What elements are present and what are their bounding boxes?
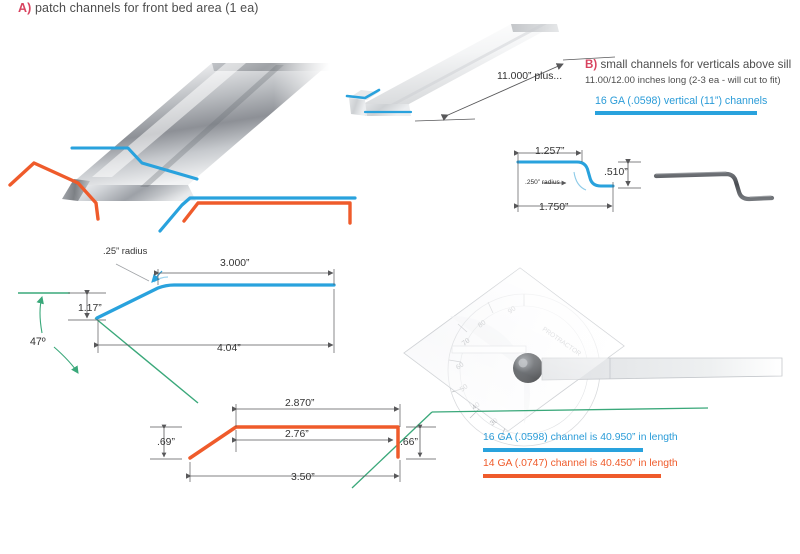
dim-orange-overall: 3.50” <box>291 472 315 483</box>
photo-protractor-angle-finder: 90 80 70 60 50 40 30 PROTRACTOR <box>351 267 800 489</box>
section-a-tag: A) <box>18 1 32 15</box>
profile-overlay-comparison <box>158 165 365 235</box>
iso-channel-14ga-render <box>0 55 330 255</box>
section-b-title: small channels for verticals above sill <box>597 58 792 71</box>
section-a-heading: A) patch channels for front bed area (1 … <box>18 1 259 15</box>
dim-blue-angle: 47º <box>30 336 46 348</box>
orange-bend-profile-drawing <box>150 392 443 492</box>
dim-orange-right-leg: .66” <box>400 437 418 448</box>
dim-blue-radius: .25” radius <box>103 245 148 256</box>
blue-bend-profile-drawing <box>12 255 347 404</box>
section-b-note-rule <box>595 111 757 115</box>
section-b-subtitle: 11.00/12.00 inches long (2-3 ea - will c… <box>585 75 781 86</box>
section-b-tag: B) <box>585 58 598 71</box>
legend-swatch-16ga <box>483 448 643 452</box>
photo-bent-metal-part <box>650 158 795 213</box>
dim-orange-top-lower: 2.76” <box>285 429 309 440</box>
dim-blue-flat-top: 3.000” <box>220 258 250 269</box>
dim-blue-rise: 1.17” <box>78 303 102 314</box>
dim-small-leg-height: .510” <box>604 167 628 178</box>
dim-small-radius: .250” radius <box>525 179 560 186</box>
section-b-heading: B) small channels for verticals above si… <box>585 58 791 71</box>
section-a-title: patch channels for front bed area (1 ea) <box>31 1 259 15</box>
dim-small-overall-width: 1.750” <box>539 202 569 213</box>
small-channel-section-drawing <box>510 140 641 220</box>
legend-item-16ga: 16 GA (.0598) channel is 40.950” in leng… <box>483 432 678 443</box>
length-dimension-iso <box>414 20 616 135</box>
dim-blue-overall: 4.04” <box>217 343 241 354</box>
svg-text:30: 30 <box>489 417 500 427</box>
dim-iso-length: 11.000” plus... <box>497 71 563 82</box>
section-b-note: 16 GA (.0598) vertical (11”) channels <box>595 95 768 107</box>
legend-swatch-14ga <box>483 474 661 478</box>
dim-orange-left-leg: .69” <box>157 437 175 448</box>
dim-small-top-flange: 1.257” <box>535 146 565 157</box>
legend-item-14ga: 14 GA (.0747) channel is 40.450” in leng… <box>483 458 678 469</box>
dim-orange-top-inner: 2.870” <box>285 398 315 409</box>
